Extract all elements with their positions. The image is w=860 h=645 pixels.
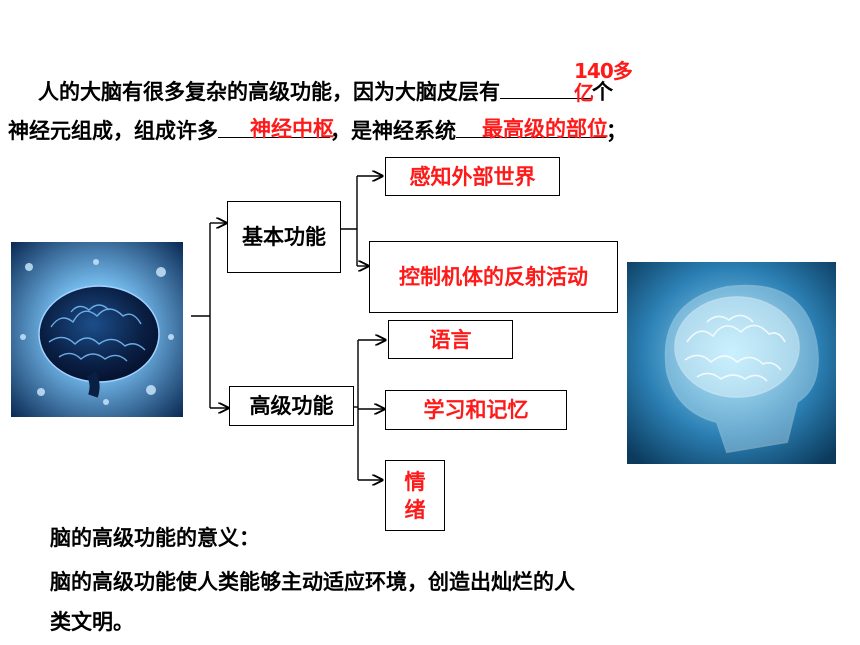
node-learning-memory: 学习和记忆: [385, 390, 567, 430]
intro-line2-middle: ，是神经系统: [330, 119, 456, 143]
intro-line1-suffix: 个: [592, 80, 613, 104]
node-emotion: 情绪: [385, 460, 445, 531]
brain-xray-image: [627, 262, 836, 464]
blank-centers: [218, 117, 330, 138]
node-reflex-control: 控制机体的反射活动: [369, 241, 618, 313]
brain-glowing-image: [11, 242, 183, 417]
blank-highest-part: [456, 117, 606, 138]
brain-xray-icon: [627, 262, 836, 464]
node-language: 语言: [388, 320, 513, 359]
blank-neuron-count: [500, 78, 592, 99]
intro-line-2: 神经元组成，组成许多 ，是神经系统 ；: [8, 117, 627, 143]
answer-centers: 神经中枢: [250, 117, 334, 141]
node-advanced-function: 高级功能: [229, 386, 354, 426]
intro-line-1: 人的大脑有很多复杂的高级功能，因为大脑皮层有 个: [38, 78, 613, 104]
intro-line2-prefix: 神经元组成，组成许多: [8, 119, 218, 143]
brain-glowing-icon: [11, 242, 183, 417]
meaning-body-line-2: 类文明。: [50, 610, 134, 634]
node-basic-function: 基本功能: [227, 201, 341, 273]
answer-highest-part: 最高级的部位: [482, 117, 608, 141]
answer-neuron-count: 140多亿: [574, 59, 633, 105]
intro-line1-prefix: 人的大脑有很多复杂的高级功能，因为大脑皮层有: [38, 80, 500, 104]
meaning-body-line-1: 脑的高级功能使人类能够主动适应环境，创造出灿烂的人: [50, 570, 575, 594]
intro-line2-suffix: ；: [606, 119, 627, 143]
node-perceive-world: 感知外部世界: [385, 157, 560, 196]
meaning-heading: 脑的高级功能的意义：: [50, 526, 260, 550]
